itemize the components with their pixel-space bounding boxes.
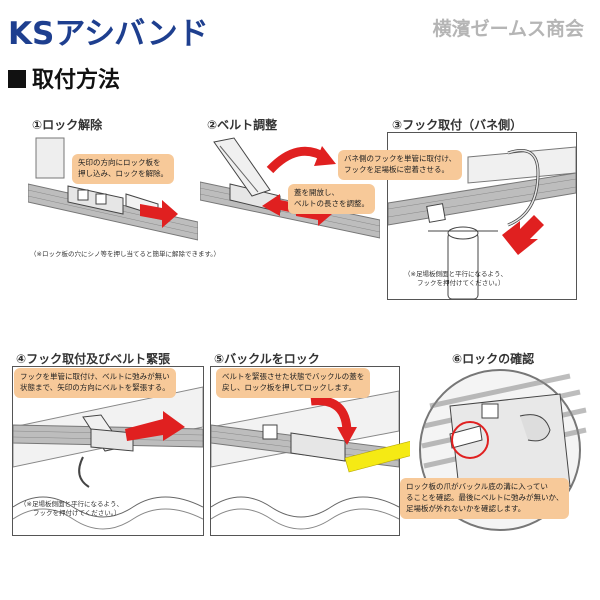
step6-label: ⑥ロックの確認 [452, 352, 535, 366]
step4-label: ④フック取付及びベルト緊張 [16, 352, 171, 366]
company-name: 横濱ゼームス商会 [432, 18, 584, 40]
step5-label: ⑤バックルをロック [214, 352, 320, 366]
step3-label: ③フック取付（バネ側） [392, 118, 523, 132]
step3-note: （※足場板側面と平行になるよう、 フックを押付けてください。） [404, 270, 507, 288]
step3-hook-drawing [388, 146, 576, 299]
step3-callout: バネ側のフックを単管に取付け、 フックを足場板に密着させる。 [338, 150, 463, 180]
step1-buckle-drawing [28, 137, 198, 241]
red-arrow-icon [125, 411, 185, 441]
step1-note: （※ロック板の穴にシノ等を押し当てると簡単に解除できます。） [30, 250, 221, 258]
section-title: 取付方法 [32, 68, 121, 93]
square-bullet-icon [8, 70, 26, 88]
step2-label: ②ベルト調整 [207, 118, 278, 132]
product-title: KSアシバンド [8, 16, 209, 52]
red-arrow-icon [140, 200, 178, 228]
step1-label: ①ロック解除 [32, 118, 103, 132]
step5-callout: ベルトを緊張させた状態でバックルの蓋を 戻し、ロック板を押してロックします。 [216, 368, 371, 398]
step4-note: （※足場板側面と平行になるよう、 フックを押付けてください。） [20, 500, 123, 518]
step4-tension-drawing [13, 386, 203, 530]
step4-callout: フックを単管に取付け、ベルトに弛みが無い 状態まで、矢印の方向にベルトを緊張する… [14, 368, 176, 398]
red-circle-highlight [451, 421, 489, 459]
step1-illustration [28, 134, 198, 244]
section-heading: 取付方法 [8, 62, 120, 94]
curved-red-arrow-icon [310, 396, 352, 434]
step6-callout: ロック板の爪がバックル底の溝に入ってい ることを確認。最後にベルトに弛みが無いか… [400, 478, 570, 519]
step2-callout: 蓋を開放し、 ベルトの長さを調整。 [288, 184, 375, 214]
step1-callout: 矢印の方向にロック板を 押し込み、ロックを解除。 [72, 154, 174, 184]
red-arrow-icon [502, 215, 544, 255]
